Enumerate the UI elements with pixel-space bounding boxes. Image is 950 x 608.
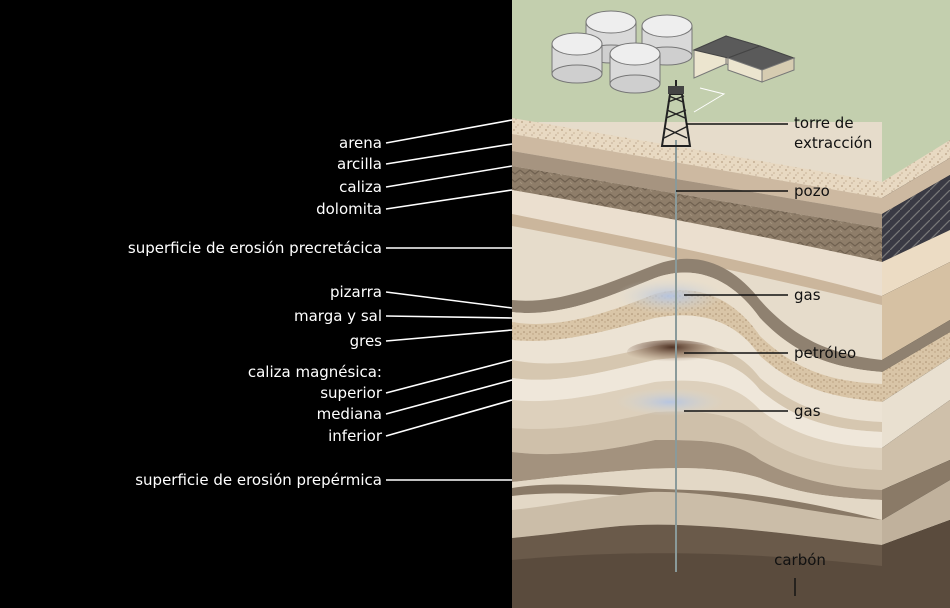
layer-sandstone — [512, 290, 882, 402]
left-leader-lines — [385, 119, 513, 481]
label-gas-upper: gas — [794, 286, 821, 304]
oil-pocket — [627, 340, 717, 364]
label-precretaceous-erosion: superficie de erosión precretácica — [128, 239, 382, 257]
label-superior: superior — [320, 384, 383, 402]
processing-buildings — [692, 35, 796, 83]
drilling-rig-icon — [660, 80, 692, 147]
layer-dolomite — [512, 166, 882, 262]
gas-pocket-upper — [615, 278, 725, 314]
label-caliza: caliza — [339, 178, 382, 196]
label-petroleo: petróleo — [794, 344, 856, 362]
geological-block-front — [512, 0, 950, 608]
label-inferior: inferior — [328, 427, 383, 445]
storage-tanks — [551, 10, 693, 94]
label-torre-line1: torre de — [794, 114, 854, 132]
label-gres: gres — [350, 332, 383, 350]
label-carbon: carbón — [774, 551, 826, 569]
layer-clay — [512, 134, 882, 214]
label-gas-lower: gas — [794, 402, 821, 420]
gas-pocket-lower — [615, 388, 725, 416]
label-pizarra: pizarra — [330, 283, 382, 301]
label-caliza-magnesica: caliza magnésica: — [248, 363, 382, 381]
label-torre-line2: extracción — [794, 134, 872, 152]
label-prepermian-erosion: superficie de erosión prepérmica — [135, 471, 382, 489]
geological-block-side — [882, 140, 950, 608]
label-marga-y-sal: marga y sal — [294, 307, 382, 325]
storage-tank — [609, 42, 661, 94]
storage-tank — [551, 32, 603, 84]
label-arena: arena — [339, 134, 382, 152]
layer-shale — [512, 258, 882, 372]
label-pozo: pozo — [794, 182, 830, 200]
label-mediana: mediana — [317, 405, 382, 423]
label-dolomita: dolomita — [316, 200, 382, 218]
right-leader-lines — [676, 123, 796, 596]
label-arcilla: arcilla — [337, 155, 382, 173]
layer-limestone — [512, 151, 882, 228]
layer-sand — [512, 118, 882, 198]
